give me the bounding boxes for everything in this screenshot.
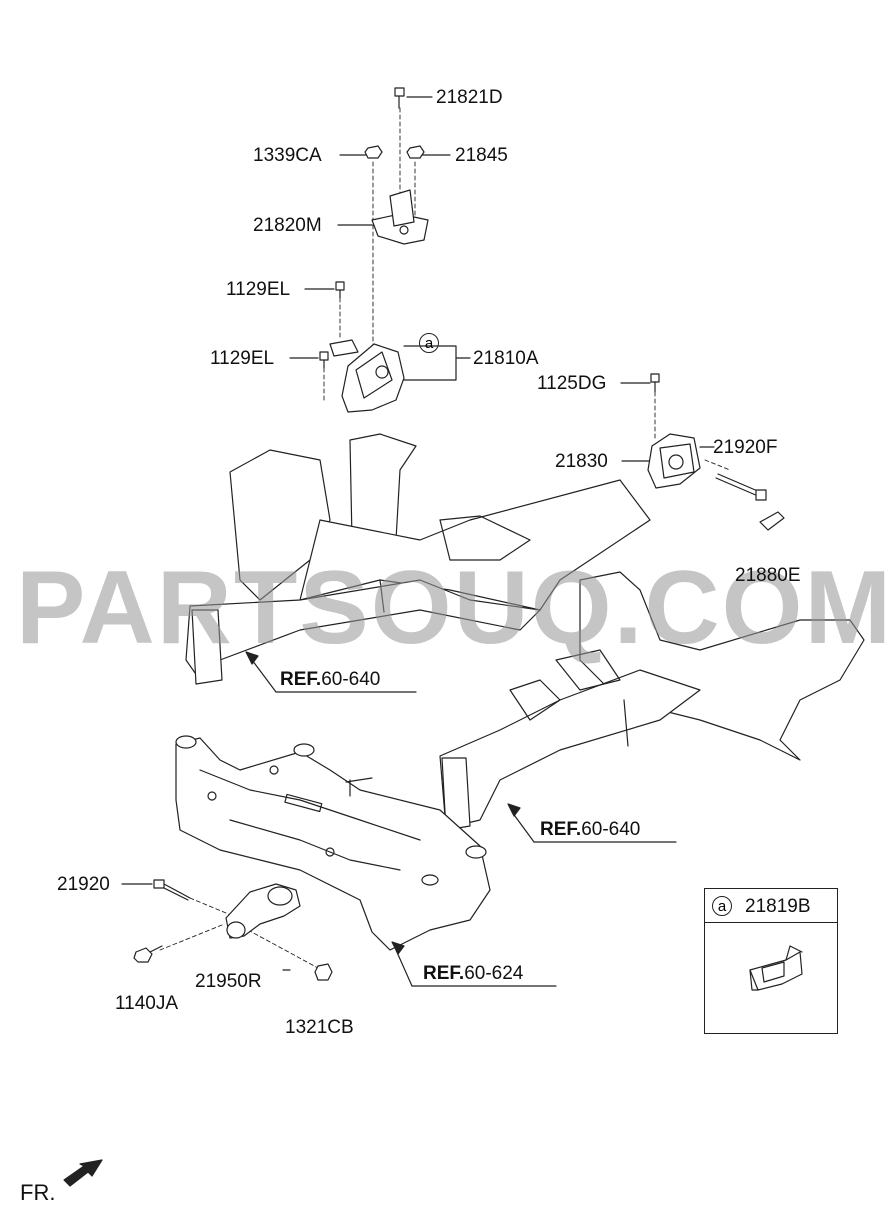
nut-1339CA	[364, 145, 383, 159]
subframe-crossmember	[175, 735, 491, 951]
ref-label-60-640-upper[interactable]: REF.60-640	[280, 670, 380, 689]
ref-number: 60-640	[581, 819, 641, 840]
watermark-text: PARTSOUQ.COM	[16, 550, 886, 666]
side-member-upper	[185, 433, 651, 685]
ref-number: 60-624	[464, 963, 524, 984]
bolt-21920F	[715, 473, 767, 501]
label-1129EL-upper[interactable]: 1129EL	[226, 279, 291, 300]
bolt-1129EL-lower	[319, 351, 329, 369]
bolt-21821D	[394, 87, 405, 109]
nut-1321CB	[314, 963, 333, 981]
bolt-1129EL-upper	[335, 281, 345, 299]
clip-21880E	[759, 511, 785, 531]
ref-prefix: REF.	[280, 669, 322, 690]
label-21820M[interactable]: 21820M	[253, 215, 322, 236]
legend-part-21819B[interactable]: 21819B	[745, 896, 811, 917]
mount-21830	[647, 433, 701, 489]
label-1339CA[interactable]: 1339CA	[253, 145, 322, 166]
legend-marker-a: a	[712, 896, 732, 916]
label-1140JA[interactable]: 1140JA	[115, 993, 179, 1014]
label-1125DG[interactable]: 1125DG	[537, 373, 607, 394]
label-21920[interactable]: 21920	[57, 874, 110, 895]
label-21950R[interactable]: 21950R	[195, 971, 262, 992]
legend-header: a 21819B	[705, 889, 837, 923]
ref-label-60-640-lower[interactable]: REF.60-640	[540, 820, 640, 839]
bolt-21920	[153, 879, 191, 901]
front-direction-arrow	[63, 1159, 103, 1187]
ref-prefix: REF.	[423, 963, 465, 984]
ref-leader-3	[391, 941, 557, 987]
ref-label-60-624[interactable]: REF.60-624	[423, 964, 523, 983]
ref-leader-1	[245, 651, 417, 693]
label-21810A[interactable]: 21810A	[473, 348, 539, 369]
label-21821D[interactable]: 21821D	[436, 87, 503, 108]
label-21845[interactable]: 21845	[455, 145, 508, 166]
bracket-21820M	[371, 189, 429, 245]
front-direction-label: FR.	[20, 1180, 56, 1205]
label-1321CB[interactable]: 1321CB	[285, 1017, 354, 1038]
ref-prefix: REF.	[540, 819, 582, 840]
roll-rod-21950R	[225, 883, 301, 939]
bolt-1125DG	[650, 373, 660, 393]
label-21830[interactable]: 21830	[555, 451, 608, 472]
bolt-1140JA	[133, 945, 163, 963]
ref-number: 60-640	[321, 669, 381, 690]
label-21880E[interactable]: 21880E	[735, 565, 801, 586]
label-21920F[interactable]: 21920F	[713, 437, 778, 458]
legend-box-21819B: a 21819B	[704, 888, 838, 1034]
label-1129EL-lower[interactable]: 1129EL	[210, 348, 275, 369]
ref-leader-2	[507, 803, 677, 843]
callout-marker-a: a	[419, 333, 439, 353]
side-member-lower	[439, 571, 865, 831]
nut-21845	[406, 145, 425, 159]
mount-21810A	[329, 339, 405, 413]
clip-21819B-icon	[749, 945, 803, 991]
